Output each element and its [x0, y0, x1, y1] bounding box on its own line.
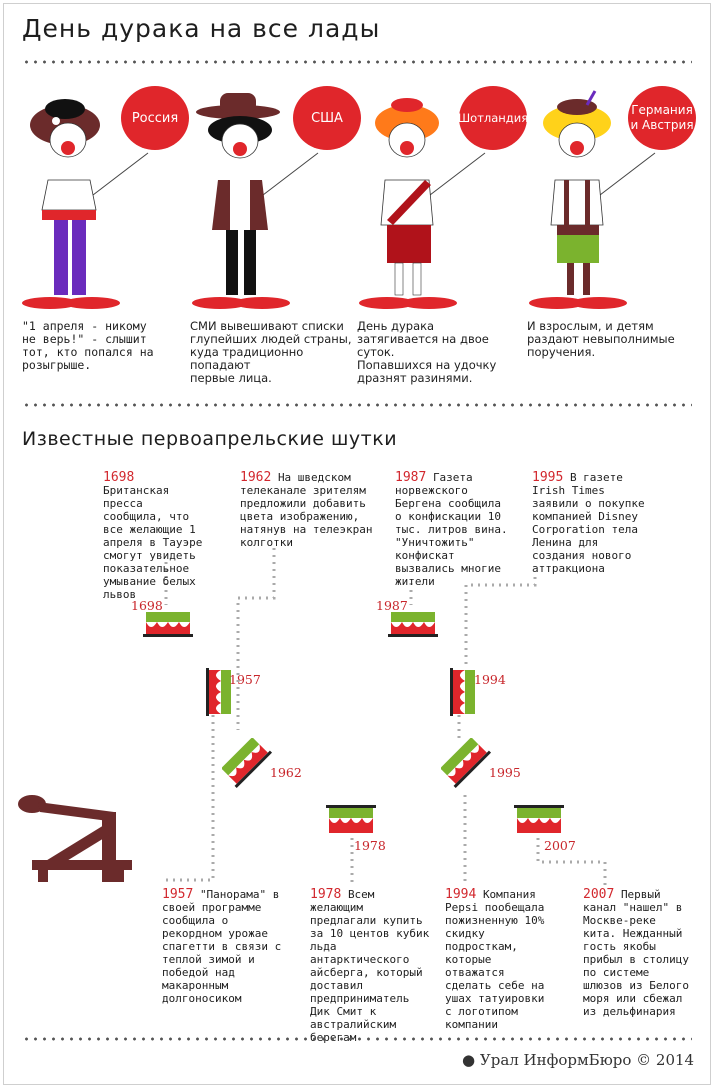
event-1698: 1698 Британская пресса сообщила, что все…: [103, 470, 203, 601]
caption-germany: И взрослым, и детям раздают невыполнимые…: [527, 319, 675, 359]
clown-germany-illustration: [529, 90, 656, 309]
clown-scotland-illustration: [359, 98, 486, 309]
pie-1698-icon: [143, 612, 193, 637]
clown-russia-illustration: [22, 99, 149, 309]
bullet-icon: ●: [462, 1051, 476, 1069]
pie-1978-icon: [326, 805, 376, 833]
balloon-usa: США: [293, 86, 361, 150]
catapult-icon: [18, 795, 132, 882]
pie-1987-icon: [388, 612, 438, 637]
year-label-1994: 1994: [474, 672, 506, 687]
pie-2007-icon: [514, 805, 564, 833]
event-2007: 2007 Первый канал "нашел" в Москве-реке …: [583, 887, 689, 1018]
year-label-1962: 1962: [270, 765, 302, 780]
event-1978: 1978 Всем желающим предлагали купить за …: [310, 887, 430, 1044]
balloon-scotland: Шотландия: [458, 86, 528, 150]
year-label-2007: 2007: [544, 838, 576, 853]
divider: [22, 60, 692, 64]
event-1994: 1994 Компания Pepsi пообещала пожизненну…: [445, 887, 545, 1031]
year-label-1978: 1978: [354, 838, 386, 853]
pie-1994-icon: [450, 668, 475, 716]
year-label-1698: 1698: [131, 598, 163, 613]
footer-credit: ● Урал ИнформБюро © 2014: [462, 1051, 695, 1069]
year-label-1957: 1957: [229, 672, 261, 687]
caption-russia: "1 апреля - никому не верь!" - слышит то…: [22, 319, 154, 372]
divider: [22, 1037, 692, 1041]
event-1962: 1962 На шведском телеканале зрителям пре…: [240, 470, 373, 549]
balloon-russia: Россия: [121, 86, 189, 150]
event-1957: 1957 "Панорама" в своей программе сообщи…: [162, 887, 282, 1005]
section-subtitle: Известные первоапрельские шутки: [22, 428, 398, 450]
event-1987: 1987 Газета норвежского Бергена сообщила…: [395, 470, 508, 588]
pie-1957-icon: [206, 668, 231, 716]
caption-scotland: День дурака затягивается на двое суток. …: [357, 319, 497, 385]
year-label-1995: 1995: [489, 765, 521, 780]
clown-usa-illustration: [192, 93, 319, 309]
divider: [22, 403, 692, 407]
pie-1962-icon: [222, 738, 273, 789]
balloon-germany: Германия и Австрия: [628, 86, 696, 150]
year-label-1987: 1987: [376, 598, 408, 613]
page-title: День дурака на все лады: [22, 14, 381, 43]
pie-1995-icon: [441, 738, 492, 789]
caption-usa: СМИ вывешивают списки глупейших людей ст…: [190, 319, 352, 385]
frame: [3, 3, 711, 1085]
event-1995: 1995 В газете Irish Times заявили о поку…: [532, 470, 645, 575]
